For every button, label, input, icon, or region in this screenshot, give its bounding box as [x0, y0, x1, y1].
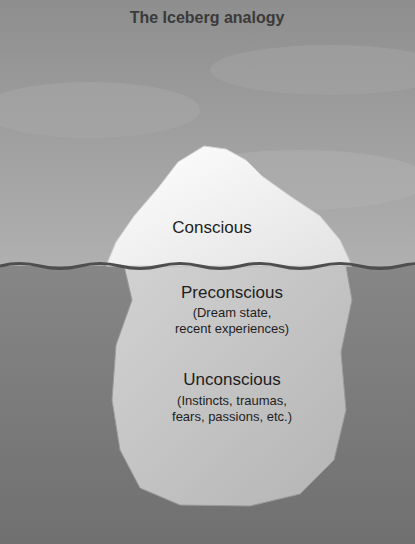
level-name: Unconscious — [152, 370, 312, 390]
level-note: (Instincts, traumas, fears, passions, et… — [168, 393, 296, 424]
level-note: (Dream state, recent experiences) — [174, 305, 291, 336]
level-name: Conscious — [132, 218, 292, 238]
cloud — [210, 45, 415, 95]
water — [0, 266, 415, 544]
waterline — [0, 264, 415, 269]
iceberg-tip — [106, 146, 352, 266]
diagram-title: The Iceberg analogy — [57, 8, 357, 27]
level-name: Preconscious — [152, 283, 312, 303]
iceberg-underwater — [112, 266, 352, 506]
cloud — [0, 82, 200, 138]
